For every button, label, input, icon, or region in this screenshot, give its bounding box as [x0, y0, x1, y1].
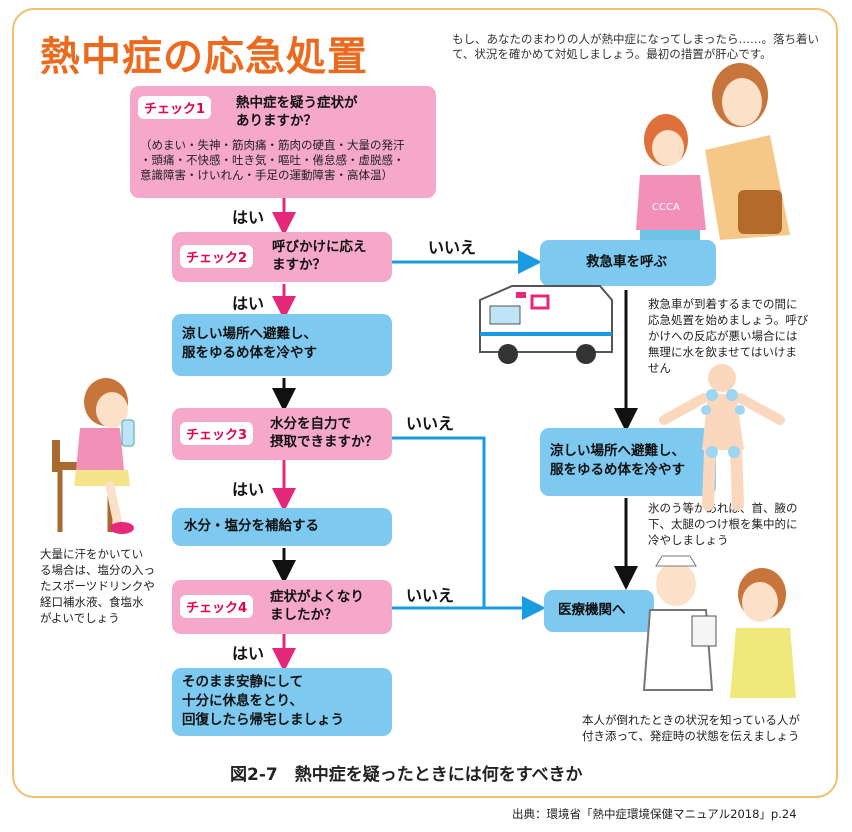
svg-text:CCCA: CCCA: [652, 202, 680, 213]
no-label-2: いいえ: [428, 238, 477, 257]
cool-down-text-left: 涼しい場所へ避難し、 服をゆるめ体を冷やす: [182, 326, 317, 361]
check2-tag: チェック2: [180, 245, 254, 268]
cool-down-box-left: 涼しい場所へ避難し、 服をゆるめ体を冷やす: [172, 314, 392, 376]
no-label-4: いいえ: [406, 586, 455, 605]
no-label-3: いいえ: [406, 414, 455, 433]
ambulance-text: 救急車を呼ぶ: [586, 254, 667, 270]
check2-question: 呼びかけに応え ますか？: [272, 239, 367, 273]
body-cooling-diagram: [659, 364, 785, 511]
figure-caption: 図2-7 熱中症を疑ったときには何をすべきか: [230, 765, 583, 785]
cool-down-box-right: 涼しい場所へ避難し、 服をゆるめ体を冷やす: [540, 428, 716, 496]
page-title: 熱中症の応急処置: [40, 34, 368, 80]
rest-box: そのまま安静にして 十分に休息をとり、 回復したら帰宅しましょう: [172, 668, 392, 736]
yes-label-3: はい: [232, 480, 265, 499]
hospital-text: 医療機関へ: [558, 602, 626, 618]
girl-with-phone-illustration: CCCA: [636, 63, 790, 240]
source-credit: 出典：環境省「熱中症環境保健マニュアル2018」p.24: [512, 807, 797, 821]
ambulance-box: 救急車を呼ぶ: [540, 240, 716, 286]
check4-tag: チェック4: [180, 595, 254, 618]
check1-question: 熱中症を疑う症状が ありますか？: [236, 95, 358, 129]
check3-box: チェック3 水分を自力で 摂取できますか？: [172, 408, 392, 460]
ambulance-illustration: [479, 285, 613, 364]
check1-tag: チェック1: [138, 96, 212, 119]
hospital-box: 医療機関へ: [544, 590, 654, 632]
rest-text: そのまま安静にして 十分に休息をとり、 回復したら帰宅しましょう: [182, 674, 344, 728]
no-arrow-3: [392, 436, 486, 608]
check4-box: チェック4 症状がよくなり ましたか？: [172, 580, 392, 634]
check1-box: チェック1 熱中症を疑う症状が ありますか？ （めまい・失神・筋肉痛・筋肉の硬直…: [130, 86, 436, 198]
ambulance-note: 救急車が到着するまでの間に 応急処置を始めましょう。呼び かけへの反応が悪い場合…: [648, 297, 809, 375]
cool-down-text-right: 涼しい場所へ避難し、 服をゆるめ体を冷やす: [550, 443, 685, 478]
nurse-and-patient-illustration: [642, 555, 796, 698]
hydrate-text: 水分・塩分を補給する: [184, 518, 319, 534]
hydrate-box: 水分・塩分を補給する: [172, 508, 392, 546]
check1-symptoms: （めまい・失神・筋肉痛・筋肉の硬直・大量の発汗 ・頭痛・不快感・吐き気・嘔吐・倦…: [140, 138, 405, 182]
hospital-note: 本人が倒れたときの状況を知っている人が 付き添って、発症時の状態を伝えましょう: [582, 713, 800, 743]
yes-label-2: はい: [232, 294, 265, 313]
check2-box: チェック2 呼びかけに応え ますか？: [172, 232, 392, 282]
intro-text: もし、あなたのまわりの人が熱中症になってしまったら……。落ち着いて、状況を確かめ…: [452, 32, 819, 61]
check3-tag: チェック3: [180, 422, 254, 445]
yes-label-4: はい: [232, 644, 265, 663]
check4-question: 症状がよくなり ましたか？: [270, 589, 364, 623]
yes-label-1: はい: [232, 208, 265, 227]
drink-note: 大量に汗をかいてい る場合は、塩分の入っ たスポーツドリンクや 経口補水液、食塩…: [40, 547, 155, 625]
check3-question: 水分を自力で 摂取できますか？: [270, 416, 378, 450]
girl-drinking-illustration: [52, 378, 135, 534]
ice-note: 氷のう等があれば、首、腋の 下、太腿のつけ根を集中的に 冷やしましょう: [648, 501, 798, 547]
